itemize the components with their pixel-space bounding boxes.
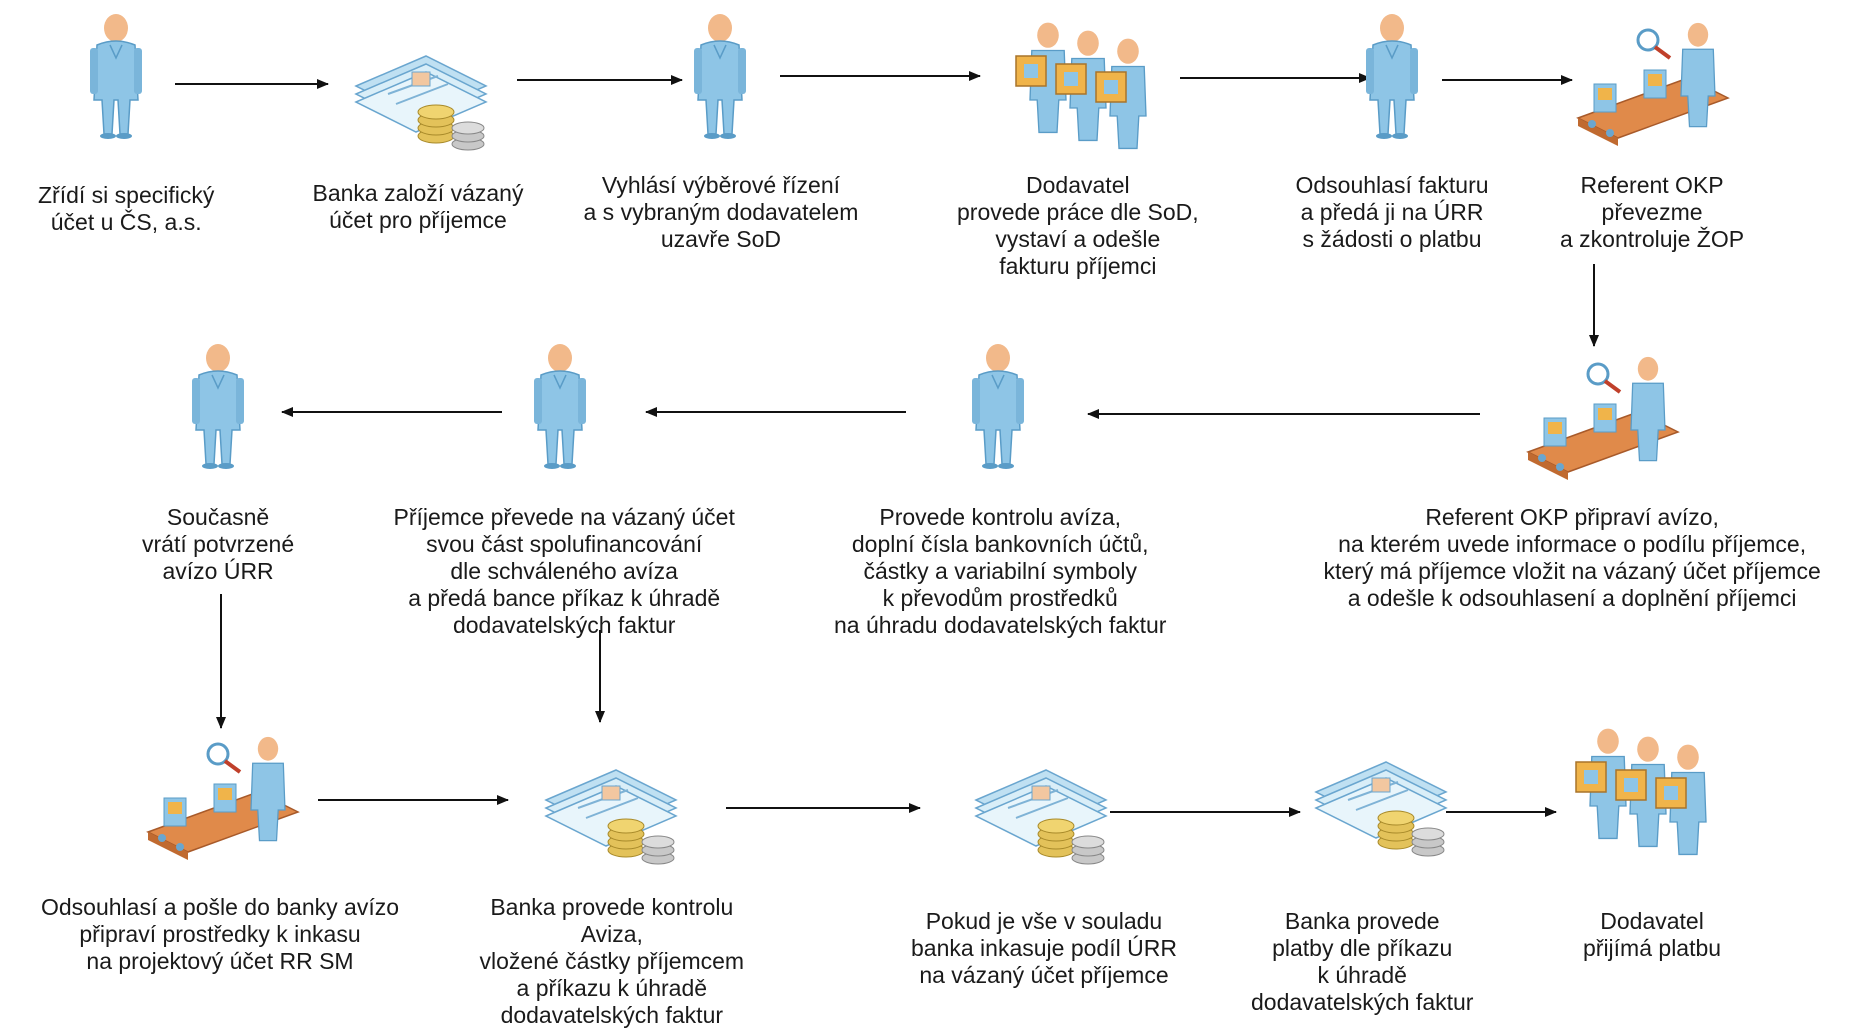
node-label-line: Dodavatel: [1026, 172, 1130, 198]
inspector-conveyor-icon: [146, 734, 300, 862]
node-label-line: převezme: [1601, 199, 1703, 225]
node-label-line: Banka provede kontrolu: [490, 894, 734, 920]
node-label-line: vrátí potvrzené: [142, 531, 295, 557]
node-label-line: a předá bance příkaz k úhradě: [408, 585, 721, 611]
node-label-line: na projektový účet RR SM: [86, 948, 354, 974]
node-label-line: avízo ÚRR: [162, 558, 274, 584]
node-label-line: Zřídí si specifický: [38, 182, 215, 208]
node-label-line: a zkontroluje ŽOP: [1560, 226, 1745, 252]
node-label-line: svou část spolufinancování: [426, 531, 703, 557]
node-label-line: k převodům prostředků: [882, 585, 1118, 611]
node-label-line: s žádosti o platbu: [1302, 226, 1482, 252]
node-label-line: dodavatelských faktur: [500, 1002, 724, 1028]
node-label-line: Banka založí vázaný: [312, 180, 524, 206]
node-label-line: Referent OKP: [1580, 172, 1724, 198]
node-label-line: fakturu příjemci: [999, 253, 1157, 279]
inspector-conveyor-icon: [1526, 354, 1680, 482]
node-label-line: k úhradě: [1317, 962, 1407, 988]
node-label-line: a předá ji na ÚRR: [1300, 199, 1484, 225]
person-icon: [191, 343, 245, 470]
node-label-line: Provede kontrolu avíza,: [879, 504, 1122, 530]
node-label-line: na vázaný účet příjemce: [919, 962, 1169, 988]
bank-document-coins-icon: [355, 55, 487, 151]
node-label-line: účet pro příjemce: [329, 207, 507, 233]
bank-document-coins-icon: [975, 769, 1107, 865]
node-label-line: přijímá platbu: [1583, 935, 1722, 961]
node-label-line: a příkazu k úhradě: [516, 975, 708, 1001]
person-icon: [1365, 13, 1419, 140]
person-icon: [693, 13, 747, 140]
icons-layer: [89, 13, 1730, 865]
node-label-line: a s vybraným dodavatelem: [583, 199, 859, 225]
node-label-line: částky a variabilní symboly: [863, 558, 1137, 584]
node-label-line: dle schváleného avíza: [450, 558, 678, 584]
node-label-line: na kterém uvede informace o podílu příje…: [1338, 531, 1807, 557]
node-label-line: Příjemce převede na vázaný účet: [393, 504, 735, 530]
supplier-workers-icon: [1015, 21, 1147, 150]
inspector-conveyor-icon: [1576, 20, 1730, 148]
node-label-line: vložené částky příjemcem: [479, 948, 745, 974]
node-label-line: a odešle k odsouhlasení a doplnění příje…: [1347, 585, 1797, 611]
node-label-line: dodavatelských faktur: [452, 612, 676, 638]
node-label-line: vystaví a odešle: [995, 226, 1161, 252]
node-label-line: na úhradu dodavatelských faktur: [834, 612, 1167, 638]
node-label-line: účet u ČS, a.s.: [50, 209, 202, 235]
bank-document-coins-icon: [545, 769, 677, 865]
node-label-line: Dodavatel: [1600, 908, 1704, 934]
node-label-line: Odsouhlasí a pošle do banky avízo: [41, 894, 400, 920]
node-label-line: který má příjemce vložit na vázaný účet …: [1323, 558, 1821, 584]
node-label-line: uzavře SoD: [660, 226, 782, 252]
node-label-line: doplní čísla bankovních účtů,: [851, 531, 1149, 557]
person-icon: [89, 13, 143, 140]
supplier-workers-icon: [1575, 727, 1707, 856]
bank-document-coins-icon: [1315, 761, 1447, 857]
node-label-line: Současně: [166, 504, 270, 530]
node-label-line: platby dle příkazu: [1272, 935, 1453, 961]
node-label-line: provede práce dle SoD,: [957, 199, 1199, 225]
node-label-n7: Referent OKP připraví avízo,na kterém uv…: [1324, 504, 1821, 612]
node-label-n8: Provede kontrolu avíza,doplní čísla bank…: [834, 504, 1166, 639]
node-label-line: dodavatelských faktur: [1251, 989, 1474, 1015]
node-label-line: Odsouhlasí fakturu: [1295, 172, 1489, 198]
node-label-line: Banka provede: [1284, 908, 1440, 934]
node-label-line: Pokud je vše v souladu: [925, 908, 1163, 934]
node-label-line: Aviza,: [580, 921, 643, 947]
node-label-line: banka inkasuje podíl ÚRR: [911, 935, 1177, 961]
node-label-line: Vyhlásí výběrové řízení: [601, 172, 841, 198]
person-icon: [971, 343, 1025, 470]
person-icon: [533, 343, 587, 470]
edges-layer: [175, 71, 1599, 817]
node-label-line: Referent OKP připraví avízo,: [1425, 504, 1719, 530]
node-label-line: připraví prostředky k inkasu: [79, 921, 361, 947]
